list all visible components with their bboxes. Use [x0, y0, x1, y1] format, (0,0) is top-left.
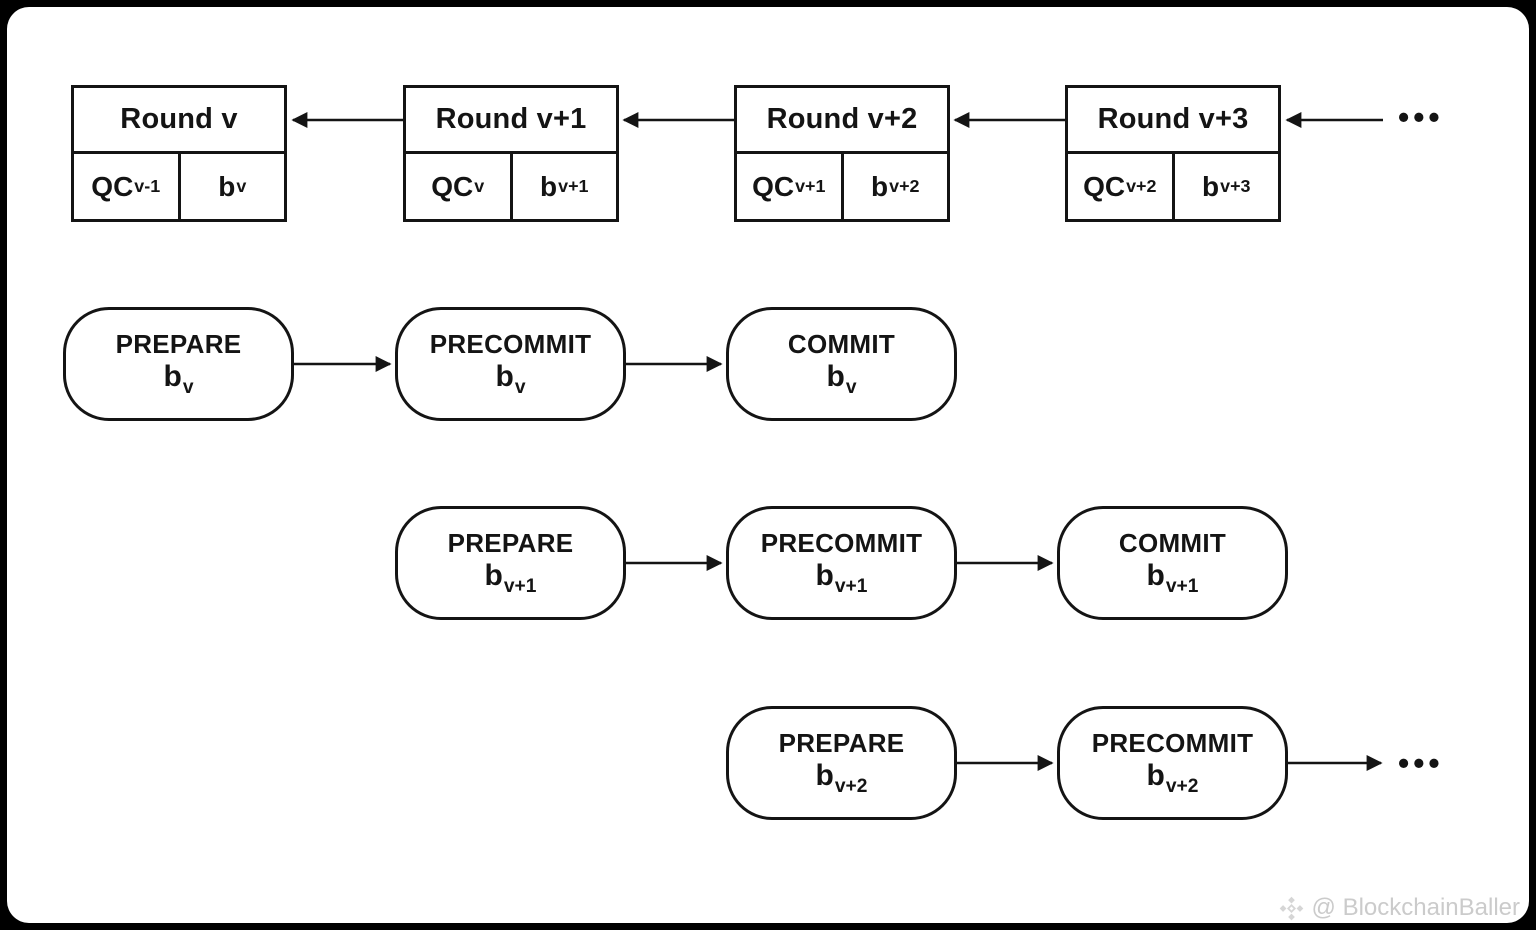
- qc-base: QC: [431, 170, 474, 202]
- block-subscript: v: [236, 176, 247, 196]
- block-base: b: [540, 170, 558, 202]
- phase-label: COMMIT: [1118, 527, 1227, 558]
- block-subscript: v+2: [1165, 776, 1199, 797]
- block-base: b: [1146, 759, 1165, 793]
- phase-pill-commit-v1: COMMIT bv+1: [1057, 506, 1288, 620]
- block-base: b: [163, 360, 182, 394]
- block-subscript: v+1: [1165, 576, 1199, 597]
- block-subscript: v: [845, 377, 857, 398]
- qc-base: QC: [752, 170, 795, 202]
- phase-block: bv+1: [1147, 559, 1199, 597]
- block-subscript: v: [514, 377, 526, 398]
- block-base: b: [826, 360, 845, 394]
- phase-block: bv+2: [1147, 759, 1199, 797]
- block-base: b: [484, 559, 503, 593]
- block-subscript: v+2: [889, 176, 920, 196]
- block-base: b: [815, 759, 834, 793]
- phase-block: bv+1: [816, 559, 868, 597]
- phase-pill-precommit-v1: PRECOMMIT bv+1: [726, 506, 957, 620]
- block-base: b: [495, 360, 514, 394]
- chain-ellipsis: •••: [1398, 99, 1444, 135]
- block-base: b: [871, 170, 889, 202]
- phase-block: bv+1: [485, 559, 537, 597]
- block-base: b: [1202, 170, 1220, 202]
- block-subscript: v+1: [834, 576, 868, 597]
- qc-base: QC: [1083, 170, 1126, 202]
- qc-subscript: v: [474, 176, 485, 196]
- round-title: Round v+2: [737, 88, 947, 154]
- phase-label: COMMIT: [787, 328, 896, 359]
- block-subscript: v+1: [558, 176, 589, 196]
- round-title: Round v: [74, 88, 284, 154]
- watermark-text: @ BlockchainBaller: [1311, 894, 1520, 921]
- phase-label: PREPARE: [447, 527, 574, 558]
- phase-pill-prepare-v: PREPARE bv: [63, 307, 294, 421]
- binance-diamond-icon: [1279, 896, 1303, 920]
- qc-subscript: v-1: [134, 176, 161, 196]
- phase-pill-precommit-v: PRECOMMIT bv: [395, 307, 626, 421]
- phase-label: PRECOMMIT: [760, 527, 923, 558]
- phase-block: bv: [164, 360, 194, 398]
- phase-pill-prepare-v1: PREPARE bv+1: [395, 506, 626, 620]
- phase-label: PRECOMMIT: [429, 328, 592, 359]
- phase-block: bv: [827, 360, 857, 398]
- phase-pill-prepare-v2: PREPARE bv+2: [726, 706, 957, 820]
- qc-base: QC: [91, 170, 134, 202]
- block-subscript: v+1: [503, 576, 537, 597]
- phase-block: bv: [496, 360, 526, 398]
- block-subscript: v+2: [834, 776, 868, 797]
- block-subscript: v: [182, 377, 194, 398]
- phase-label: PREPARE: [778, 727, 905, 758]
- phase-label: PREPARE: [115, 328, 242, 359]
- block-base: b: [1146, 559, 1165, 593]
- phase-pill-precommit-v2: PRECOMMIT bv+2: [1057, 706, 1288, 820]
- phase-row-ellipsis: •••: [1398, 745, 1444, 781]
- qc-subscript: v+2: [1126, 176, 1157, 196]
- qc-subscript: v+1: [795, 176, 826, 196]
- round-title: Round v+3: [1068, 88, 1278, 154]
- watermark: @ BlockchainBaller: [1278, 894, 1520, 922]
- block-base: b: [218, 170, 236, 202]
- phase-pill-commit-v: COMMIT bv: [726, 307, 957, 421]
- phase-block: bv+2: [816, 759, 868, 797]
- block-subscript: v+3: [1220, 176, 1251, 196]
- round-title: Round v+1: [406, 88, 616, 154]
- block-base: b: [815, 559, 834, 593]
- phase-label: PRECOMMIT: [1091, 727, 1254, 758]
